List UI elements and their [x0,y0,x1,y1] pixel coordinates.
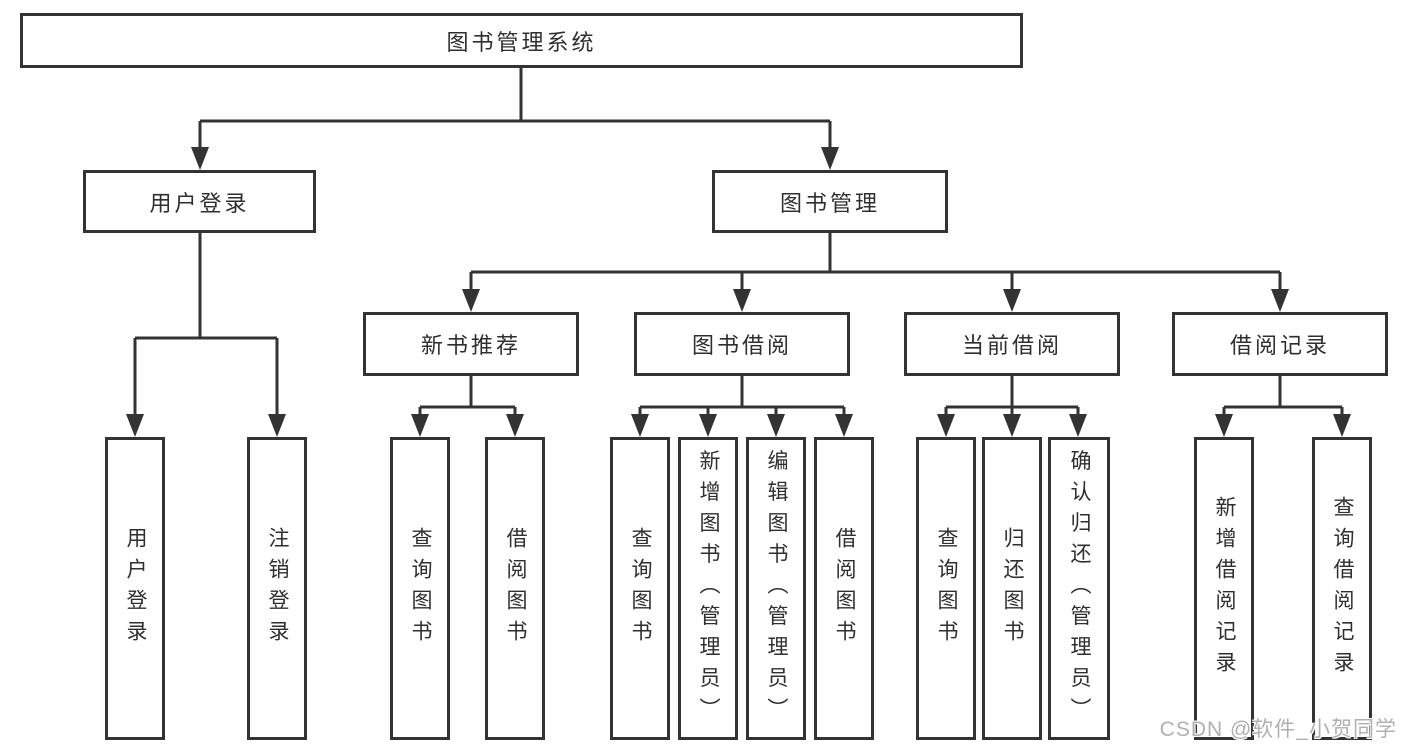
leaf-br-query-record: 查询借阅记录 [1312,437,1372,740]
connector-borrow-records-to-leaves [1222,376,1344,417]
leaf-label: 查询图书 [629,526,652,651]
leaf-label: 归还图书 [1001,526,1024,651]
arrowheads-new-book-leaves [411,414,524,437]
connector-root-to-level1 [198,68,832,151]
leaf-label: 新增借阅记录 [1213,495,1236,682]
leaf-cb-confirm-return-admin: 确认归还（管理员） [1048,437,1110,740]
leaf-label: 查询图书 [935,526,958,651]
leaf-label: 借阅图书 [504,526,527,651]
leaf-label: 用户登录 [124,526,147,651]
arrowheads-borrow-records-leaves [1215,414,1351,437]
leaf-nb-borrow-book: 借阅图书 [485,437,545,740]
arrowheads-level2 [462,289,1289,312]
leaf-cb-return-book: 归还图书 [982,437,1042,740]
leaf-br-add-record: 新增借阅记录 [1194,437,1254,740]
leaf-label: 查询借阅记录 [1331,495,1354,682]
arrowheads-user-login-leaves [126,414,286,437]
leaf-label: 确认归还（管理员） [1068,449,1091,728]
leaf-label: 借阅图书 [833,526,856,651]
node-user-login: 用户登录 [83,170,316,233]
node-current-borrow: 当前借阅 [904,312,1120,376]
connector-user-login-to-leaves [133,233,279,417]
connector-new-book-to-leaves [418,376,517,417]
leaf-label: 新增图书（管理员） [697,449,720,728]
leaf-nb-query-book: 查询图书 [390,437,450,740]
arrowheads-root-to-level1 [191,147,839,170]
node-book-borrow: 图书借阅 [634,312,850,376]
arrowheads-book-borrow-leaves [631,414,853,437]
connector-book-management-to-level2 [469,233,1282,292]
leaf-bb-borrow-book: 借阅图书 [814,437,874,740]
node-borrow-records: 借阅记录 [1172,312,1388,376]
arrowheads-current-borrow-leaves [937,414,1087,437]
watermark: CSDN @软件_小贺同学 [1159,718,1397,741]
leaf-bb-edit-book-admin: 编辑图书（管理员） [746,437,806,740]
leaf-user-login: 用户登录 [105,437,165,740]
leaf-label: 编辑图书（管理员） [765,449,788,728]
leaf-label: 查询图书 [409,526,432,651]
leaf-cb-query-book: 查询图书 [916,437,976,740]
node-root: 图书管理系统 [20,13,1023,68]
leaf-bb-query-book: 查询图书 [610,437,670,740]
connector-current-borrow-to-leaves [944,376,1080,417]
leaf-bb-add-book-admin: 新增图书（管理员） [678,437,738,740]
leaf-label: 注销登录 [266,526,289,651]
node-new-book-recommend: 新书推荐 [363,312,579,376]
node-book-management: 图书管理 [712,170,948,233]
leaf-logout: 注销登录 [247,437,307,740]
connector-book-borrow-to-leaves [638,376,846,417]
